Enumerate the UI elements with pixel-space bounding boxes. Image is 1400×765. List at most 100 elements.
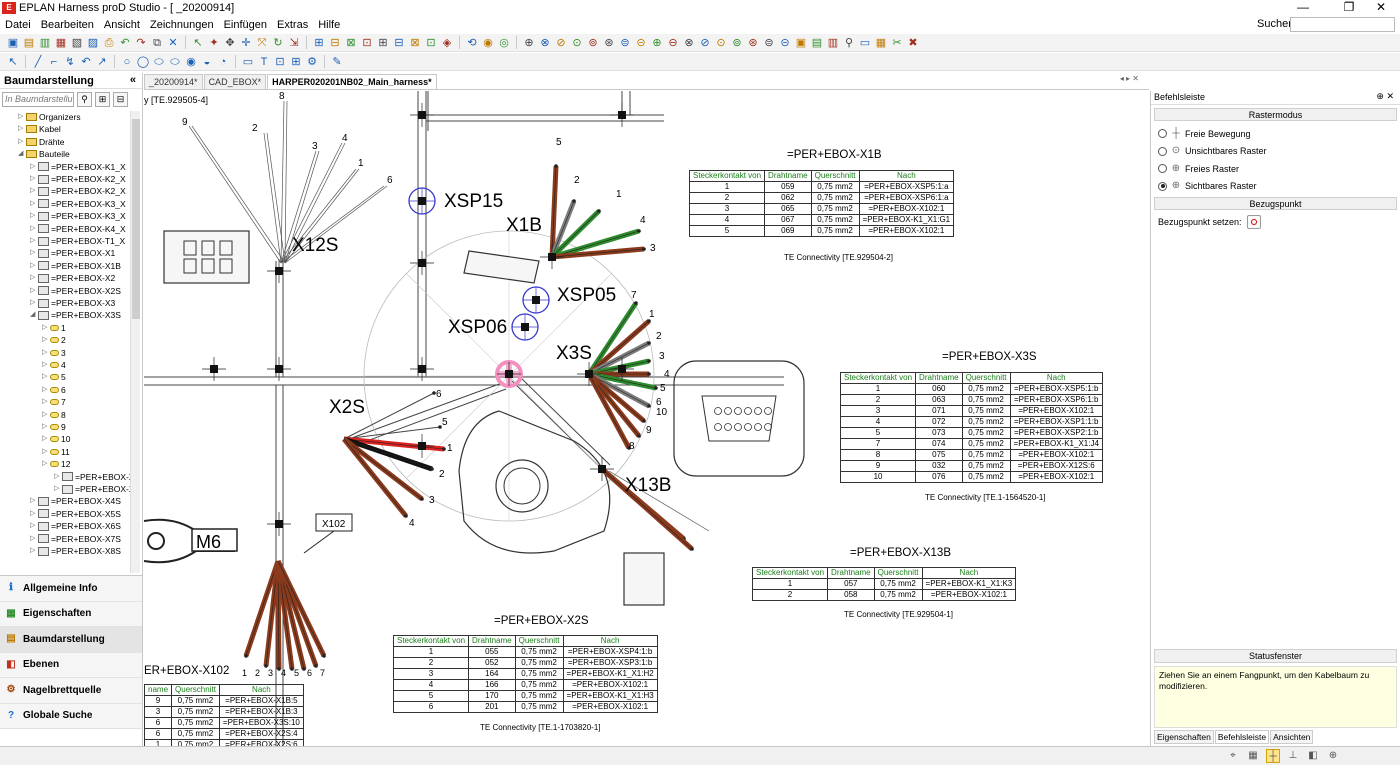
tree-item[interactable]: ▷Kabel (18, 123, 61, 135)
collapsed-arrow-icon[interactable]: ▷ (18, 137, 24, 145)
nav-global-search[interactable]: ?Globale Suche (0, 703, 142, 729)
tree-item[interactable]: ▷2 (42, 334, 66, 346)
toolbar-tool-5-icon[interactable]: ▨ (87, 36, 99, 49)
raster-option[interactable]: ┼Freie Bewegung (1151, 125, 1400, 143)
toolbar-tool-47-icon[interactable]: ⊚ (732, 36, 742, 49)
radio-button[interactable] (1158, 129, 1167, 139)
tree-item[interactable]: ▷=PER+EBOX-K1_X (30, 161, 126, 173)
collapsed-arrow-icon[interactable]: ▷ (42, 460, 48, 468)
tree-item[interactable]: ▷=PER+EBOX-X5S (30, 508, 121, 520)
tree-item[interactable]: ▷Organizers (18, 111, 81, 123)
nav-tree[interactable]: ▤Baumdarstellung (0, 627, 142, 653)
toolbar-tool-16-icon[interactable]: ⤧ (257, 36, 267, 49)
crosshair-icon[interactable]: ┼ (1266, 749, 1280, 763)
toolbar-tool-58-icon[interactable]: ✖ (908, 36, 918, 49)
collapsed-arrow-icon[interactable]: ▷ (30, 249, 36, 257)
tree-item[interactable]: ▷=PER+EBOX-X1 (30, 247, 115, 259)
expanded-arrow-icon[interactable]: ◢ (30, 311, 36, 319)
toolbar-tool-10-icon[interactable]: ✕ (168, 36, 178, 49)
toolbar-tool-39-icon[interactable]: ⊛ (604, 36, 614, 49)
minimize-button[interactable]: — (1297, 0, 1309, 14)
toolbar-tool-28-icon[interactable]: ◈ (442, 36, 452, 49)
raster-option[interactable]: ⊕Sichtbares Raster (1151, 178, 1400, 196)
toolbar-tool-8-icon[interactable]: ↷ (136, 36, 146, 49)
tab-befehlsleiste[interactable]: Befehlsleiste (1214, 730, 1270, 744)
tree-item[interactable]: ▷10 (42, 433, 70, 445)
draw-tool-16-icon[interactable]: ▭ (242, 55, 254, 68)
draw-tool-0-icon[interactable]: ↖ (8, 55, 18, 68)
tree-item[interactable]: ▷=PER+EBOX-X1B (30, 260, 121, 272)
toolbar-tool-37-icon[interactable]: ⊙ (572, 36, 582, 49)
filter-icon[interactable]: ⚲ (77, 91, 92, 107)
tree-item[interactable]: ▷3 (42, 347, 66, 359)
collapsed-arrow-icon[interactable]: ▷ (30, 509, 36, 517)
toolbar-tool-51-icon[interactable]: ▣ (795, 36, 807, 49)
tree-item[interactable]: ◢Bauteile (18, 148, 70, 160)
menu-datei[interactable]: Datei (5, 19, 31, 31)
toolbar-tool-49-icon[interactable]: ⊜ (764, 36, 774, 49)
draw-tool-10-icon[interactable]: ⬭ (154, 55, 164, 68)
collapsed-arrow-icon[interactable]: ▷ (42, 323, 48, 331)
pin-close-icon[interactable]: ⊕ ✕ (1376, 91, 1394, 101)
collapse-panel-button[interactable]: « (129, 74, 136, 86)
nav-properties[interactable]: ▦Eigenschaften (0, 601, 142, 627)
menu-einfuegen[interactable]: Einfügen (223, 19, 268, 31)
toolbar-tool-34-icon[interactable]: ⊕ (524, 36, 534, 49)
tab-main-harness[interactable]: HARPER020201NB02_Main_harness* (267, 74, 437, 89)
menu-hilfe[interactable]: Hilfe (318, 19, 341, 31)
grid-icon[interactable]: ▦ (1248, 750, 1258, 761)
tab-cad-ebox[interactable]: CAD_EBOX* (203, 74, 267, 89)
toolbar-tool-14-icon[interactable]: ✥ (225, 36, 235, 49)
draw-tool-2-icon[interactable]: ╱ (34, 55, 42, 68)
draw-tool-13-icon[interactable]: ◒ (203, 55, 211, 68)
tree-item[interactable]: ▷4 (42, 359, 66, 371)
toolbar-tool-38-icon[interactable]: ⊚ (588, 36, 598, 49)
tree-item[interactable]: ▷=PER+EBOX-K3_X (30, 210, 126, 222)
tab-eigenschaften[interactable]: Eigenschaften (1154, 730, 1214, 744)
expand-all-icon[interactable]: ⊞ (95, 91, 110, 107)
toolbar-tool-43-icon[interactable]: ⊖ (668, 36, 678, 49)
toolbar-tool-55-icon[interactable]: ▭ (859, 36, 871, 49)
draw-tool-4-icon[interactable]: ↯ (65, 55, 75, 68)
tree-item[interactable]: ▷=PER+EBOX-X3 (54, 471, 139, 483)
toolbar-tool-4-icon[interactable]: ▧ (71, 36, 83, 49)
toolbar-tool-53-icon[interactable]: ▥ (827, 36, 839, 49)
collapsed-arrow-icon[interactable]: ▷ (18, 113, 24, 120)
collapsed-arrow-icon[interactable]: ▷ (42, 410, 48, 418)
collapsed-arrow-icon[interactable]: ▷ (30, 212, 36, 220)
collapsed-arrow-icon[interactable]: ▷ (42, 385, 48, 393)
toolbar-tool-52-icon[interactable]: ▤ (811, 36, 823, 49)
toolbar-tool-7-icon[interactable]: ↶ (120, 36, 130, 49)
toolbar-tool-12-icon[interactable]: ↖ (193, 36, 203, 49)
draw-tool-14-icon[interactable]: ◔ (219, 55, 227, 68)
tree-item[interactable]: ▷=PER+EBOX-K2_X (30, 185, 126, 197)
tree-scroll-thumb[interactable] (132, 119, 140, 319)
collapsed-arrow-icon[interactable]: ▷ (30, 162, 36, 170)
menu-ansicht[interactable]: Ansicht (103, 19, 140, 31)
draw-tool-3-icon[interactable]: ⌐ (50, 55, 58, 68)
tab-ansichten[interactable]: Ansichten (1270, 730, 1314, 744)
tab-scroll-arrows-icon[interactable]: ◂ ▸ ✕ (1119, 74, 1139, 83)
collapsed-arrow-icon[interactable]: ▷ (42, 373, 48, 381)
toolbar-tool-27-icon[interactable]: ⊡ (426, 36, 436, 49)
tree-item[interactable]: ▷6 (42, 384, 66, 396)
draw-tool-19-icon[interactable]: ⊞ (291, 55, 301, 68)
toolbar-tool-24-icon[interactable]: ⊞ (378, 36, 388, 49)
zoom-icon[interactable]: ⊕ (1328, 750, 1338, 761)
collapsed-arrow-icon[interactable]: ▷ (42, 398, 48, 406)
close-button[interactable]: ✕ (1375, 0, 1387, 14)
collapsed-arrow-icon[interactable]: ▷ (30, 274, 36, 282)
toolbar-tool-15-icon[interactable]: ✛ (241, 36, 251, 49)
menu-bearbeiten[interactable]: Bearbeiten (40, 19, 94, 31)
toolbar-tool-54-icon[interactable]: ⚲ (844, 36, 854, 49)
collapsed-arrow-icon[interactable]: ▷ (30, 286, 36, 294)
tree-item[interactable]: ▷=PER+EBOX-X6S (30, 520, 121, 532)
toolbar-tool-0-icon[interactable]: ▣ (7, 36, 19, 49)
nav-layers[interactable]: ◧Ebenen (0, 652, 142, 678)
toolbar-tool-40-icon[interactable]: ⊜ (620, 36, 630, 49)
draw-tool-12-icon[interactable]: ◉ (186, 55, 196, 68)
toolbar-tool-42-icon[interactable]: ⊕ (652, 36, 662, 49)
menu-extras[interactable]: Extras (277, 19, 309, 31)
toolbar-tool-45-icon[interactable]: ⊘ (700, 36, 710, 49)
